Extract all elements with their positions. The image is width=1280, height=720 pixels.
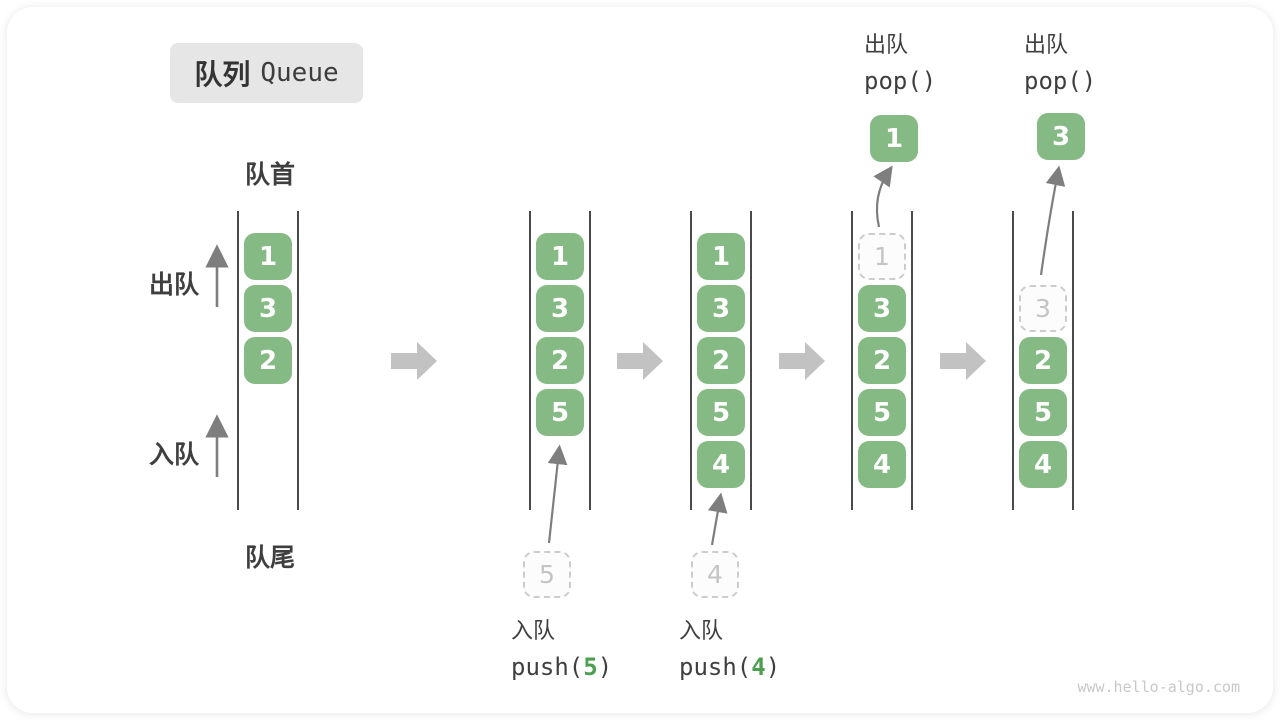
queue-element-removed: 1 xyxy=(858,233,906,280)
push-label: 入队 xyxy=(511,619,556,644)
label-dequeue: 出队 xyxy=(149,270,200,299)
queue-element: 1 xyxy=(536,233,584,280)
queue-element: 2 xyxy=(536,337,584,384)
label-enqueue: 入队 xyxy=(149,440,200,469)
queue-wall-left xyxy=(851,211,853,510)
push-code: push(5) xyxy=(511,653,613,681)
pop-label: 出队 xyxy=(1024,33,1069,58)
queue-element: 3 xyxy=(536,285,584,332)
queue-wall-right xyxy=(1072,211,1074,510)
queue-element: 3 xyxy=(697,285,745,332)
pop-annotation: 出队 pop() xyxy=(1024,28,1096,98)
queue-element: 5 xyxy=(858,389,906,436)
queue-element: 5 xyxy=(697,389,745,436)
push-value: 5 xyxy=(583,653,598,681)
title-en: Queue xyxy=(260,58,339,88)
queue-wall-left xyxy=(237,211,239,510)
queue-element: 2 xyxy=(697,337,745,384)
queue-element: 5 xyxy=(1019,389,1067,436)
label-queue-front: 队首 xyxy=(245,160,296,189)
push-value: 4 xyxy=(751,653,766,681)
push-annotation: 入队 push(4) xyxy=(679,614,780,684)
queue-element: 1 xyxy=(244,233,292,280)
queue-wall-left xyxy=(1012,211,1014,510)
queue-element: 2 xyxy=(858,337,906,384)
incoming-element: 5 xyxy=(523,551,571,598)
pop-label: 出队 xyxy=(864,33,909,58)
queue-wall-right xyxy=(589,211,591,510)
queue-element: 5 xyxy=(536,389,584,436)
queue-wall-right xyxy=(750,211,752,510)
queue-element-removed: 3 xyxy=(1019,285,1067,332)
label-queue-rear: 队尾 xyxy=(245,543,296,572)
pop-code: pop() xyxy=(864,67,937,95)
title-zh: 队列 xyxy=(194,58,251,91)
queue-wall-right xyxy=(911,211,913,510)
pop-annotation: 出队 pop() xyxy=(864,28,936,98)
queue-element: 4 xyxy=(858,441,906,488)
queue-wall-left xyxy=(529,211,531,510)
queue-element: 4 xyxy=(697,441,745,488)
queue-wall-right xyxy=(297,211,299,510)
push-label: 入队 xyxy=(679,619,724,644)
queue-element: 2 xyxy=(244,337,292,384)
push-annotation: 入队 push(5) xyxy=(511,614,612,684)
queue-element: 3 xyxy=(858,285,906,332)
push-code: push(4) xyxy=(679,653,781,681)
queue-element: 2 xyxy=(1019,337,1067,384)
watermark: www.hello-algo.com xyxy=(1077,678,1240,696)
pop-code: pop() xyxy=(1024,67,1097,95)
queue-element: 4 xyxy=(1019,441,1067,488)
incoming-element: 4 xyxy=(691,551,739,598)
queue-element: 1 xyxy=(697,233,745,280)
queue-element: 3 xyxy=(244,285,292,332)
title-badge: 队列 Queue xyxy=(170,43,363,103)
diagram-card xyxy=(7,7,1273,713)
popped-element: 1 xyxy=(870,115,918,162)
queue-wall-left xyxy=(690,211,692,510)
popped-element: 3 xyxy=(1037,113,1085,160)
